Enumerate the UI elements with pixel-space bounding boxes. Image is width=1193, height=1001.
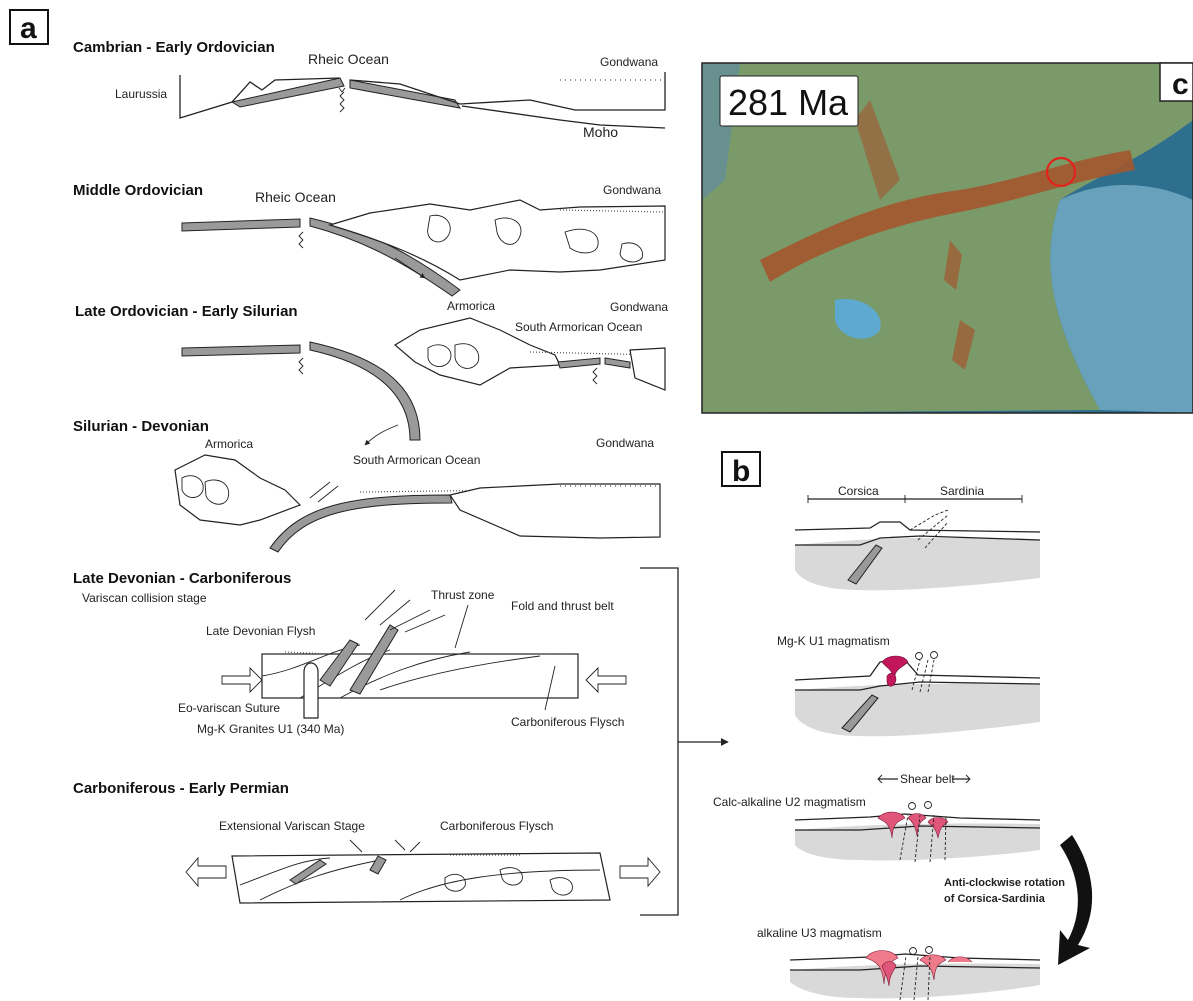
shear-symbol-b2b <box>931 652 938 659</box>
ridge-symbol-2 <box>299 232 303 248</box>
shear-symbol-b4a <box>910 948 917 955</box>
armorica-label-3: Armorica <box>447 299 495 313</box>
moho-line <box>462 106 665 128</box>
rheic-ocean-label-2: Rheic Ocean <box>255 189 336 205</box>
gondwana-label-2: Gondwana <box>603 183 661 197</box>
stage-5-title: Late Devonian - Carboniferous <box>73 570 291 587</box>
eo-variscan-suture-label: Eo-variscan Suture <box>178 701 280 715</box>
rotation-label-1: Anti-clockwise rotation <box>944 877 1065 889</box>
gondwana-crust-3 <box>630 348 665 390</box>
compression-arrow-left <box>222 668 262 692</box>
corsica-label: Corsica <box>838 484 879 498</box>
ridge-arrow-1 <box>339 88 345 92</box>
stage-6-title: Carboniferous - Early Permian <box>73 780 289 797</box>
stage-middle-ordovician: Middle Ordovician Rheic Ocean Gondwana <box>73 182 665 296</box>
moho-label: Moho <box>583 124 618 140</box>
panel-b-stage-4: alkaline U3 magmatism <box>757 926 1040 1000</box>
panel-a: a Cambrian - Early Ordovician Laurussia … <box>10 10 728 915</box>
u3-label: alkaline U3 magmatism <box>757 926 882 940</box>
crust-top-b1 <box>795 522 1040 532</box>
armorica-label-4: Armorica <box>205 437 253 451</box>
extensional-variscan-label: Extensional Variscan Stage <box>219 819 365 833</box>
fold-thrust-belt-label: Fold and thrust belt <box>511 599 614 613</box>
granite-u1 <box>304 663 318 718</box>
south-armorican-slab-3a <box>558 358 600 368</box>
extension-arrow-left <box>186 858 226 886</box>
panel-b-stage-2: Mg-K U1 magmatism <box>777 634 1040 736</box>
stage-3-title: Late Ordovician - Early Silurian <box>75 303 298 320</box>
stage-carboniferous-permian: Carboniferous - Early Permian Extensiona… <box>73 780 660 903</box>
thrust-zone-leader <box>455 605 468 648</box>
rheic-ocean-label-1: Rheic Ocean <box>308 51 389 67</box>
carboniferous-flysch-label-6: Carboniferous Flysch <box>440 819 553 833</box>
laurussia-label: Laurussia <box>115 87 167 101</box>
panel-b: b Corsica Sardinia Mg-K U1 magmatism <box>713 452 1092 1000</box>
shear-symbol-b4b <box>926 947 933 954</box>
laurussia-slab <box>232 78 344 107</box>
shear-symbol-b3b <box>925 802 932 809</box>
extension-arrow-right <box>620 858 660 886</box>
crust-top-b4 <box>790 954 1040 960</box>
thrust-zone-label: Thrust zone <box>431 588 495 602</box>
rotation-label-2: of Corsica-Sardinia <box>944 893 1046 905</box>
shear-belt-label: Shear belt <box>900 772 955 786</box>
thrust-ticks-4 <box>310 482 338 502</box>
panel-c-tag: c <box>1172 68 1189 101</box>
gondwana-crust-4 <box>450 484 660 538</box>
ridge-symbol-3 <box>299 358 303 374</box>
panel-b-tag: b <box>732 455 750 488</box>
gondwana-label-3: Gondwana <box>610 300 668 314</box>
south-armorican-slab-3b <box>605 358 630 368</box>
mg-k-granites-label: Mg-K Granites U1 (340 Ma) <box>197 722 344 736</box>
panel-c-map: 281 Ma c <box>702 63 1193 413</box>
gondwana-label-4: Gondwana <box>596 436 654 450</box>
rotation-arrow <box>1058 835 1092 965</box>
ridge-symbol-3b <box>593 368 597 384</box>
u2-label: Calc-alkaline U2 magmatism <box>713 795 866 809</box>
sardinia-label: Sardinia <box>940 484 984 498</box>
u1-label: Mg-K U1 magmatism <box>777 634 890 648</box>
south-armorican-label-3: South Armorican Ocean <box>515 320 642 334</box>
gondwana-crust-2 <box>330 200 665 280</box>
bracket-to-panel-b <box>640 568 728 915</box>
stage-1-title: Cambrian - Early Ordovician <box>73 39 275 56</box>
carboniferous-flysch-label-5: Carboniferous Flysch <box>511 715 624 729</box>
mantle-b2 <box>795 683 1040 736</box>
compression-arrow-right <box>586 668 626 692</box>
stage-5-subtitle: Variscan collision stage <box>82 591 207 605</box>
armorica-crust-4 <box>175 455 300 525</box>
rheic-slab-left <box>182 219 300 231</box>
gondwana-label-1: Gondwana <box>600 55 658 69</box>
subduction-arrow-3 <box>365 425 398 445</box>
stage-2-title: Middle Ordovician <box>73 182 203 199</box>
panel-b-stage-3: Shear belt Calc-alkaline U2 magmatism <box>713 772 1040 862</box>
late-devonian-flysh-label: Late Devonian Flysh <box>206 624 315 638</box>
shear-symbol-b2a <box>916 653 923 660</box>
stage-late-devonian: Late Devonian - Carboniferous Variscan c… <box>73 570 626 736</box>
gondwana-slab-1 <box>350 80 460 108</box>
mantle-b1 <box>795 538 1040 590</box>
panel-b-stage-1: Corsica Sardinia <box>795 484 1040 590</box>
panel-a-tag: a <box>20 12 37 45</box>
shear-symbol-b3a <box>909 803 916 810</box>
stage-4-title: Silurian - Devonian <box>73 418 209 435</box>
extension-tick-marks <box>350 840 420 852</box>
subducting-slab-3 <box>310 342 420 440</box>
rheic-slab-3 <box>182 345 300 356</box>
south-armorican-label-4: South Armorican Ocean <box>353 453 480 467</box>
stage-silurian: Silurian - Devonian Armorica South Armor… <box>73 418 660 552</box>
extensional-block <box>232 853 610 903</box>
age-label: 281 Ma <box>728 82 849 123</box>
stage-cambrian: Cambrian - Early Ordovician Laurussia Rh… <box>73 39 665 140</box>
ridge-symbol-1 <box>340 92 344 112</box>
